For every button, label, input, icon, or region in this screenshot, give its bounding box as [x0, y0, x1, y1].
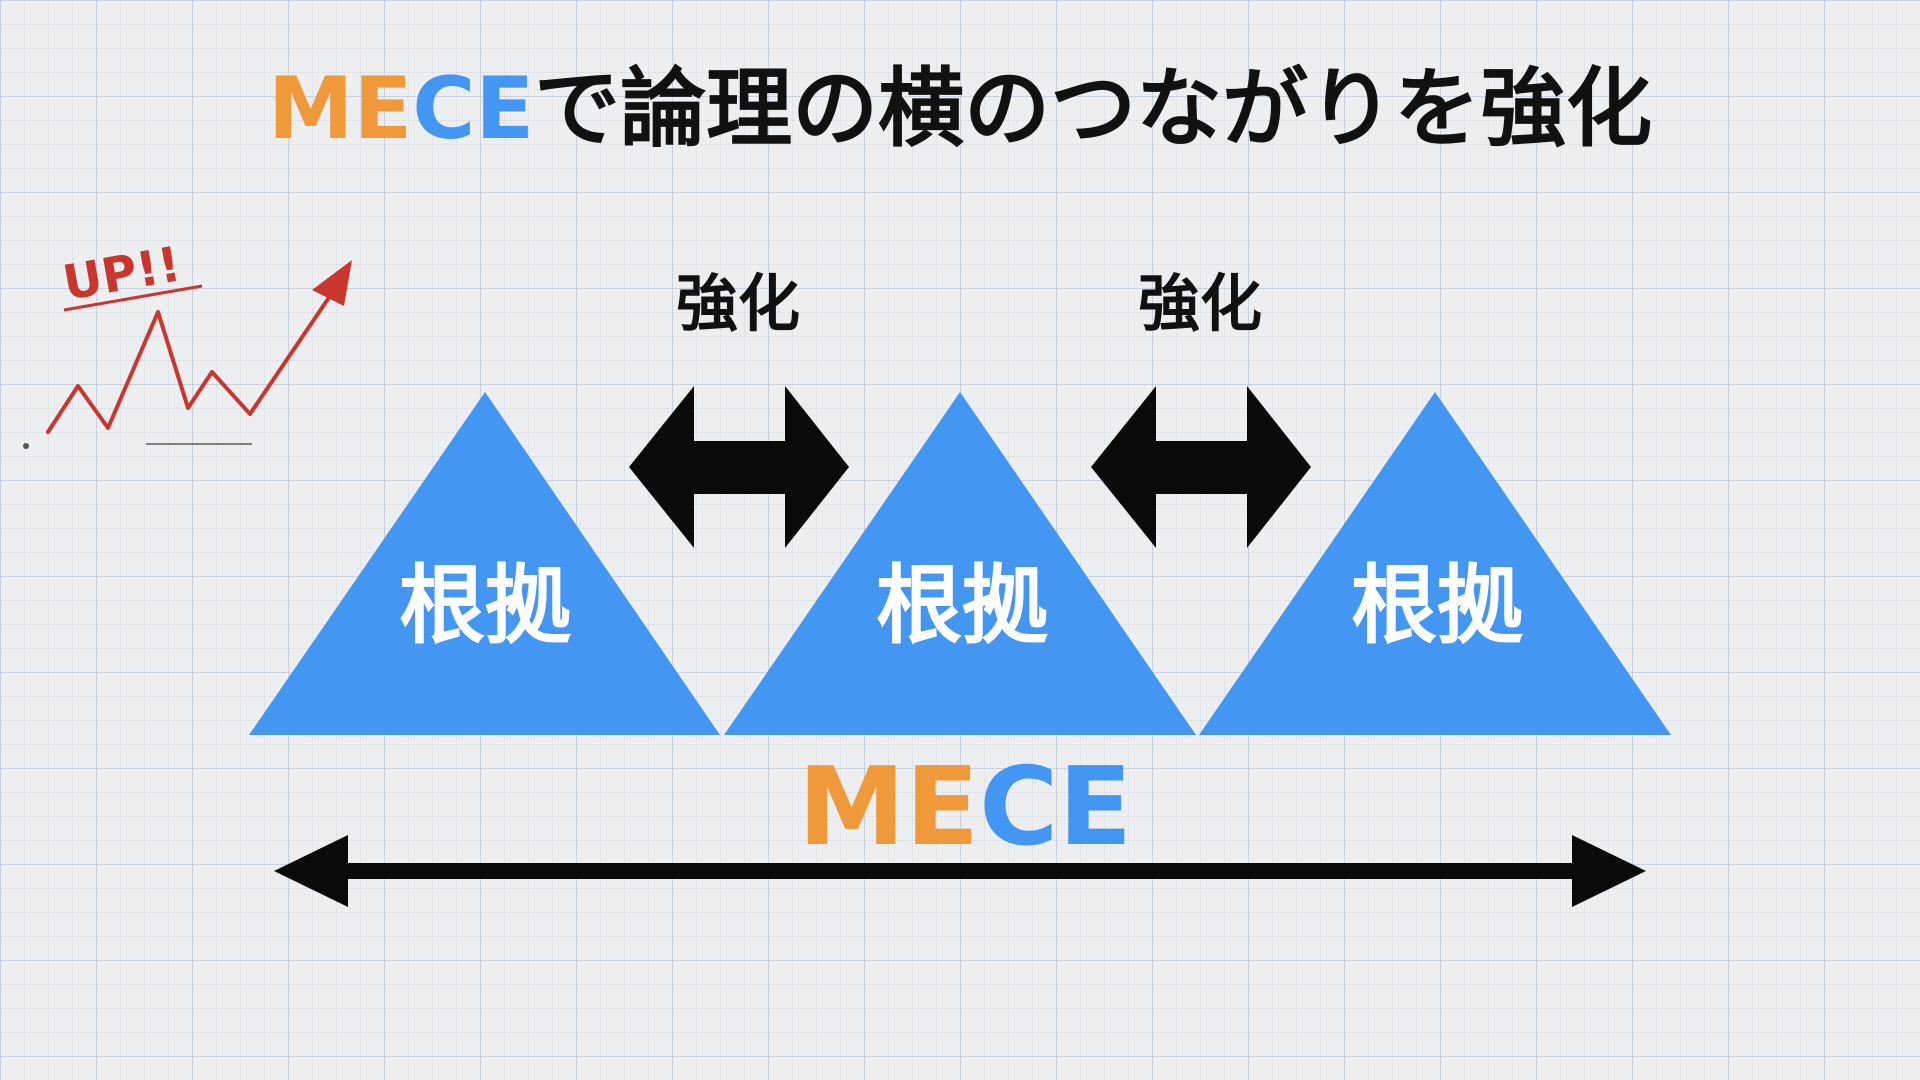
pyramid-shape	[249, 392, 720, 735]
long-arrow-shaft	[345, 863, 1575, 879]
long-double-arrow-icon	[274, 835, 1646, 907]
page-title: MECEで論理の横のつながりを強化	[0, 54, 1920, 164]
pyramid-1: 根拠	[249, 392, 720, 735]
bottom-letter-e: E	[905, 745, 979, 870]
title-mece-letter-m: M	[267, 59, 354, 159]
bottom-letter-m: M	[798, 745, 905, 870]
pyramid-label: 根拠	[399, 556, 572, 656]
pyramid-label: 根拠	[876, 556, 1049, 656]
trend-arrow-head-icon	[312, 260, 352, 306]
title-mece-letter-e-2: E	[475, 59, 535, 159]
pyramid-shape	[1199, 392, 1671, 735]
title-mece-letter-c: C	[412, 59, 476, 159]
up-trend-illustration: UP!!	[23, 236, 352, 449]
bottom-letter-e-2: E	[1058, 745, 1132, 870]
long-arrow-left-head-icon	[274, 835, 348, 907]
bottom-letter-c: C	[979, 745, 1058, 870]
title-text: で論理の横のつながりを強化	[534, 59, 1653, 159]
trend-line	[46, 294, 332, 434]
double-arrow-1-icon	[629, 386, 849, 548]
pyramid-3: 根拠	[1199, 392, 1671, 735]
up-underline	[63, 284, 203, 312]
bottom-mece-label: MECE	[798, 745, 1132, 870]
title-mece-letter-e: E	[353, 59, 413, 159]
pyramid-shape	[724, 392, 1196, 735]
link-label-2: 強化	[1138, 267, 1262, 340]
pyramid-2: 根拠	[724, 392, 1196, 735]
trend-dot	[23, 443, 29, 449]
link-label-1: 強化	[676, 267, 800, 340]
long-arrow-right-head-icon	[1572, 835, 1646, 907]
pyramid-label: 根拠	[1351, 556, 1524, 656]
double-arrow-2-icon	[1091, 386, 1311, 548]
